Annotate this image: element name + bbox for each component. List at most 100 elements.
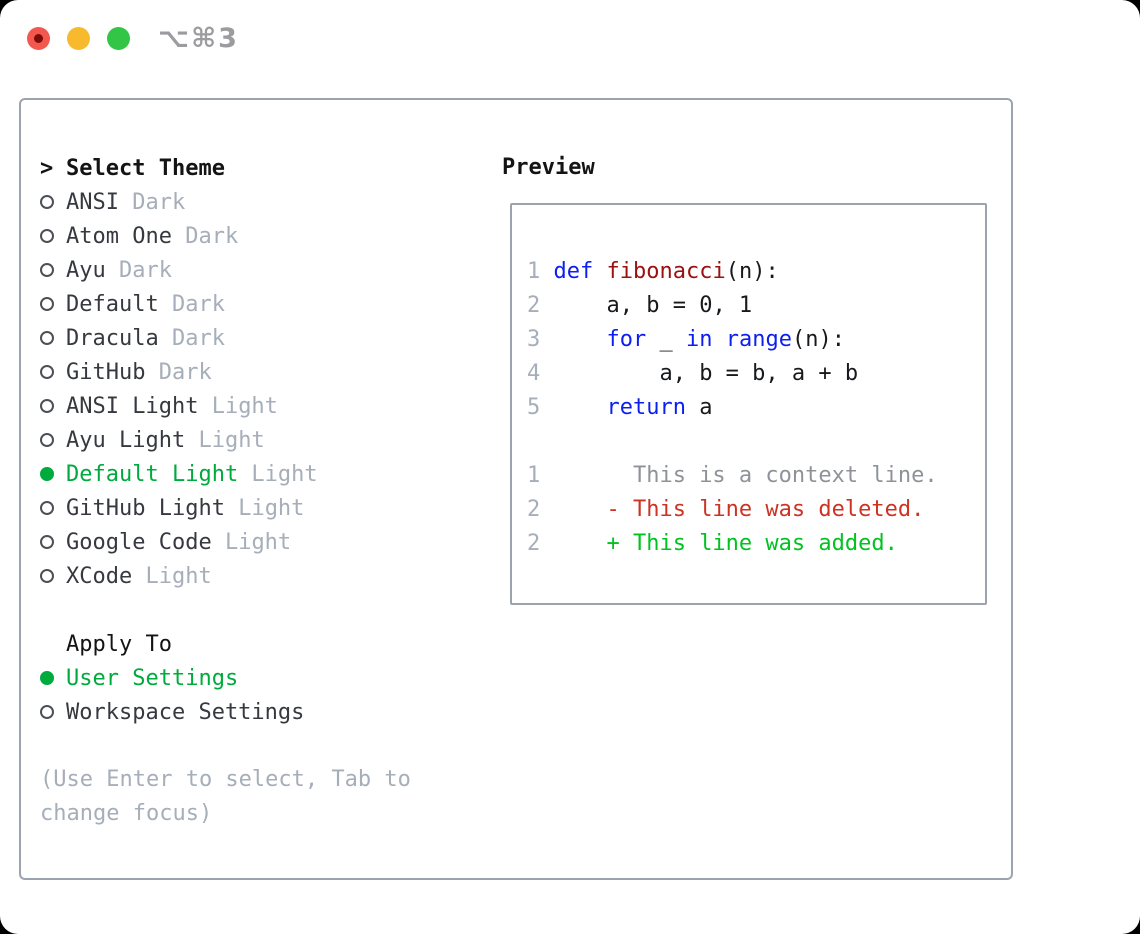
radio-circle — [40, 229, 54, 243]
radio-icon — [40, 331, 66, 345]
line-number: 1 — [527, 463, 541, 488]
code-token: for — [606, 327, 647, 352]
radio-icon — [40, 195, 66, 209]
line-number: 2 — [527, 293, 541, 318]
diff-line-deleted: 2 - This line was deleted. — [527, 493, 981, 527]
apply-to-option[interactable]: Workspace Settings — [40, 695, 411, 729]
theme-option[interactable]: ANSI Dark — [40, 185, 411, 219]
code-token: def — [553, 259, 607, 284]
line-number: 3 — [527, 327, 541, 352]
apply-to-option[interactable]: User Settings — [40, 661, 411, 695]
radio-icon — [40, 399, 66, 413]
code-token — [554, 395, 607, 420]
radio-circle — [40, 365, 54, 379]
apply-to-header: Apply To — [40, 627, 411, 661]
theme-option[interactable]: GitHub Light Light — [40, 491, 411, 525]
code-token: return — [606, 395, 686, 420]
code-gap — [540, 361, 553, 386]
window-shortcut-label: ⌥⌘3 — [158, 22, 239, 54]
radio-icon — [40, 535, 66, 549]
close-dot-icon — [34, 33, 43, 43]
traffic-lights — [0, 26, 130, 50]
diff-line-added: 2 + This line was added. — [527, 527, 981, 561]
code-token — [712, 327, 725, 352]
radio-icon — [40, 501, 66, 515]
code-line: 2 a, b = 0, 1 — [527, 289, 981, 323]
theme-variant-tag: Dark — [158, 291, 225, 317]
line-number: 4 — [527, 361, 541, 386]
theme-variant-tag: Dark — [105, 257, 172, 283]
theme-option[interactable]: Dracula Dark — [40, 321, 411, 355]
prompt-icon: > — [40, 155, 54, 181]
theme-variant-tag: Light — [224, 495, 305, 521]
code-line: 3 for _ in range(n): — [527, 323, 981, 357]
theme-option[interactable]: Ayu Light Light — [40, 423, 411, 457]
help-text-line: change focus) — [40, 801, 213, 826]
radio-circle — [40, 399, 54, 413]
theme-option[interactable]: Default Light Light — [40, 457, 411, 491]
theme-label: GitHub — [66, 359, 146, 385]
spacer — [40, 593, 411, 627]
radio-circle — [40, 671, 54, 685]
radio-circle — [40, 535, 54, 549]
line-number: 2 — [527, 531, 541, 556]
code-gap — [540, 293, 553, 318]
theme-label: Ayu — [66, 257, 106, 283]
theme-variant-tag: Light — [238, 461, 318, 487]
theme-variant-tag: Light — [198, 393, 278, 419]
theme-label: GitHub Light — [66, 495, 225, 521]
code-gap — [540, 259, 553, 284]
apply-to-label: User Settings — [66, 665, 239, 691]
preview-header: Preview — [502, 155, 595, 180]
code-gap — [540, 395, 553, 420]
select-theme-title: Select Theme — [66, 155, 225, 181]
apply-to-label: Workspace Settings — [66, 699, 305, 725]
radio-icon — [40, 263, 66, 277]
radio-circle — [40, 297, 54, 311]
close-button[interactable] — [27, 26, 50, 50]
radio-circle — [40, 569, 54, 583]
radio-circle — [40, 195, 54, 209]
theme-variant-tag: Dark — [158, 325, 225, 351]
theme-label: Ayu Light — [66, 427, 186, 453]
radio-icon — [40, 433, 66, 447]
radio-icon — [40, 569, 66, 583]
theme-label: Default Light — [66, 461, 239, 487]
theme-label: Dracula — [66, 325, 159, 351]
theme-option[interactable]: GitHub Dark — [40, 355, 411, 389]
zoom-button[interactable] — [107, 26, 130, 50]
code-token: (n): — [725, 259, 779, 284]
theme-label: Default — [66, 291, 159, 317]
theme-label: Google Code — [66, 529, 212, 555]
theme-variant-tag: Light — [211, 529, 292, 555]
radio-circle — [40, 467, 54, 481]
theme-option[interactable]: Default Dark — [40, 287, 411, 321]
apply-to-title: Apply To — [66, 631, 172, 657]
minimize-button[interactable] — [67, 26, 90, 50]
code-line: 1 def fibonacci(n): — [527, 255, 981, 289]
select-theme-header: > Select Theme — [40, 151, 411, 185]
spacer — [40, 729, 411, 763]
theme-variant-tag: Dark — [118, 189, 186, 215]
theme-option[interactable]: Atom One Dark — [40, 219, 411, 253]
code-token: fibonacci — [606, 259, 726, 284]
radio-selected-icon — [40, 671, 66, 685]
theme-option[interactable]: ANSI Light Light — [40, 389, 411, 423]
code-line: 4 a, b = b, a + b — [527, 357, 981, 391]
theme-option[interactable]: Ayu Dark — [40, 253, 411, 287]
radio-icon — [40, 705, 66, 719]
theme-label: ANSI — [66, 189, 119, 215]
theme-option[interactable]: XCode Light — [40, 559, 411, 593]
radio-circle — [40, 705, 54, 719]
theme-option[interactable]: Google Code Light — [40, 525, 411, 559]
code-token: range — [725, 327, 792, 352]
code-token — [554, 327, 607, 352]
